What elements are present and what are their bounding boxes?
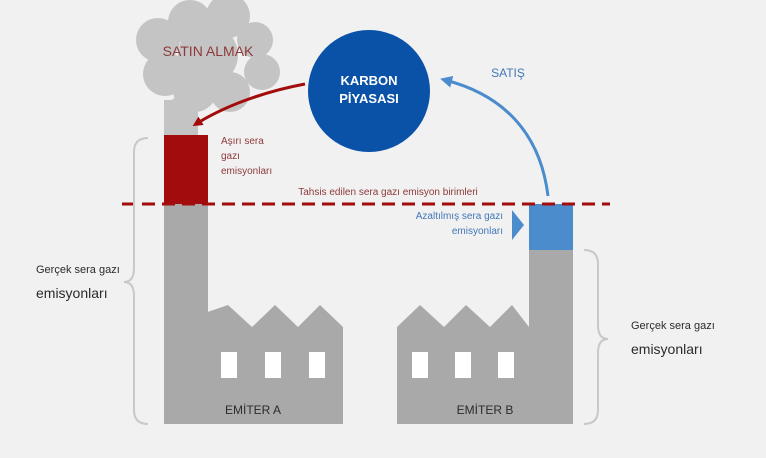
smoke-cloud-icon — [136, 0, 280, 140]
allocation-label: Tahsis edilen sera gazı emisyon birimler… — [298, 187, 478, 198]
actual-right-line2: emisyonları — [631, 341, 703, 357]
reduced-pointer-icon — [512, 210, 524, 240]
factory-a-windows — [221, 352, 325, 378]
sell-label: SATIŞ — [491, 66, 525, 80]
reduced-label-line2: emisyonları — [452, 226, 503, 237]
left-brace-icon — [123, 137, 149, 425]
factory-b-windows — [412, 352, 514, 378]
reduced-emissions-block — [529, 204, 573, 250]
emitter-a-label: EMİTER A — [225, 403, 281, 417]
reduced-label-line1: Azaltılmış sera gazı — [416, 211, 503, 222]
buy-label: SATIN ALMAK — [163, 43, 254, 59]
factory-b-icon — [397, 250, 573, 424]
actual-left-line2: emisyonları — [36, 285, 108, 301]
actual-left-line1: Gerçek sera gazı — [36, 264, 120, 276]
market-title-line1: KARBON — [340, 73, 397, 88]
buy-arrow-icon — [192, 82, 306, 127]
actual-right-line1: Gerçek sera gazı — [631, 320, 715, 332]
carbon-market-circle — [308, 30, 430, 152]
market-title-line2: PİYASASI — [339, 91, 399, 106]
right-brace-icon — [583, 249, 609, 425]
sell-arrow-icon — [440, 75, 550, 197]
excess-emissions-block — [164, 135, 208, 204]
excess-label-line2: gazı — [221, 151, 240, 162]
excess-label-line3: emisyonları — [221, 166, 272, 177]
excess-pointer-icon — [194, 154, 208, 166]
emitter-b-label: EMİTER B — [457, 403, 514, 417]
excess-label-line1: Aşırı sera — [221, 136, 264, 147]
factory-a-icon — [164, 204, 343, 424]
